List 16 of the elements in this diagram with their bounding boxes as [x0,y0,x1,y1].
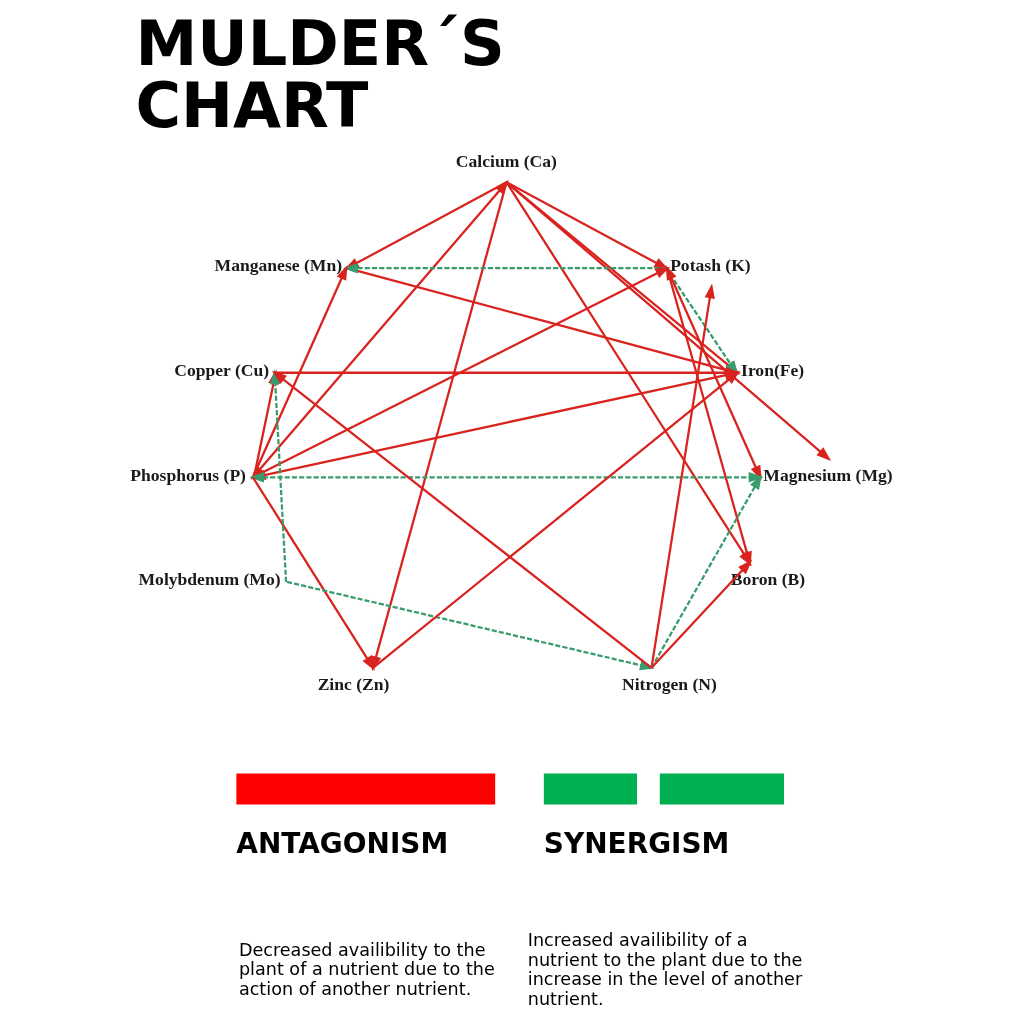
node-text: Boron (B) [730,569,806,590]
node-text: Potash (K) [670,255,751,276]
node-text: Magnesium (Mg) [763,464,893,485]
node-text: Zinc (Zn) [317,673,390,694]
node-text: Phosphorus (P) [130,464,246,485]
node-text: Molybdenum (Mo) [138,569,281,590]
label: Increased availibility of a nutrient to the plant due to the increase in the level of another nutrient. [527,929,803,1009]
diagram-title: MULDER´S CHART [135,7,505,143]
legend-label: SYNERGISM [543,826,730,860]
node-text: Nitrogen (N) [622,673,717,694]
node-text: Manganese (Mn) [214,255,343,276]
node-text: Copper (Cu) [174,359,270,380]
legend-label: ANTAGONISM [236,826,449,860]
node-text: Calcium (Ca) [455,150,557,171]
node-text: Iron(Fe) [741,359,805,380]
label: Decreased availibility to the plant of a nutrient due to the action of another nutrient. [238,939,495,1000]
